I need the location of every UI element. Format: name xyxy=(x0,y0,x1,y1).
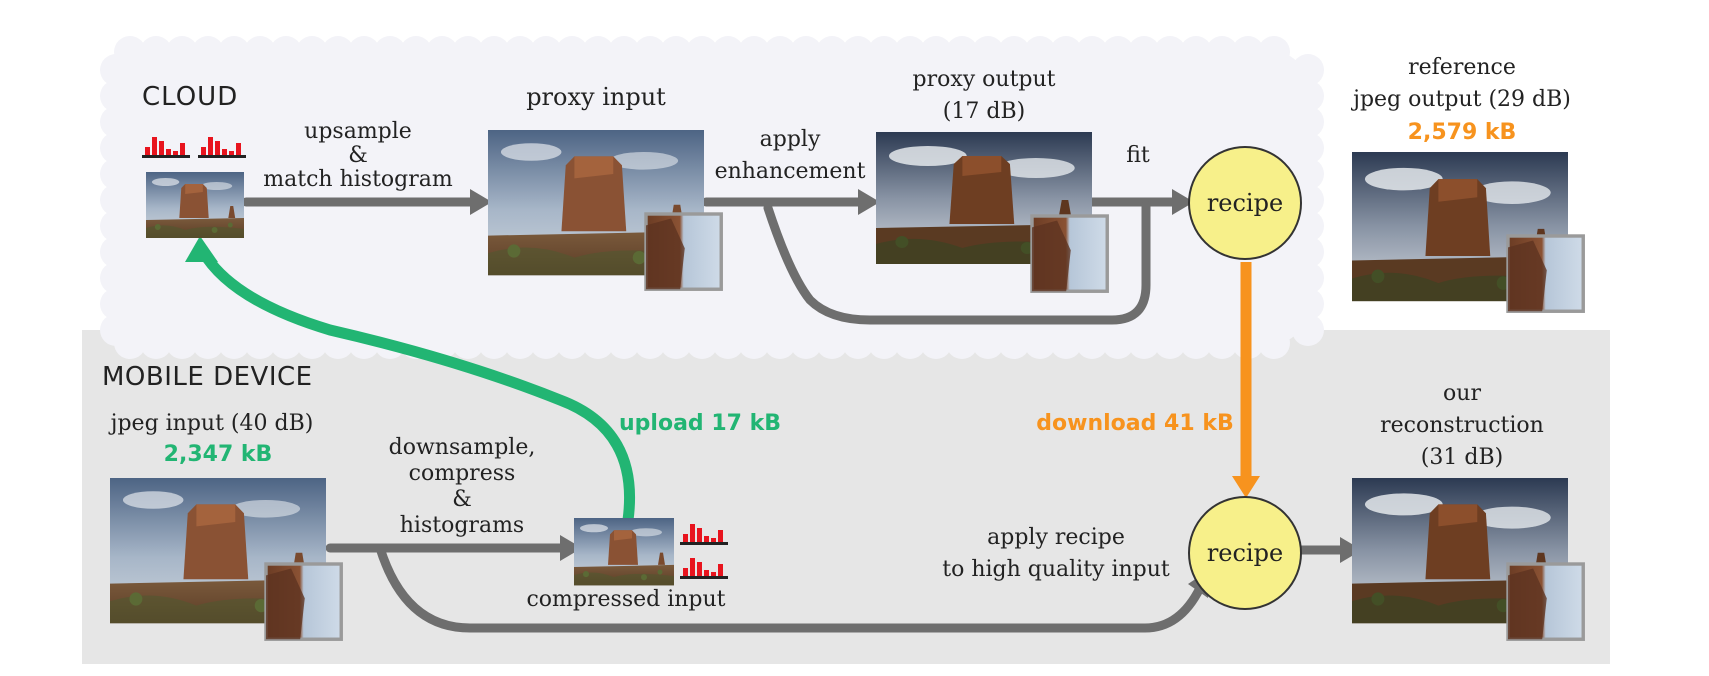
download-label: download 41 kB xyxy=(1036,411,1233,436)
mobile-recipe-label: recipe xyxy=(1207,539,1283,567)
compressed-input-image xyxy=(574,518,674,586)
downsample-text: downsample, xyxy=(389,435,536,460)
cloud-recipe-label: recipe xyxy=(1207,189,1283,217)
fit-label: fit xyxy=(1126,143,1150,168)
proxy-output-db: (17 dB) xyxy=(943,99,1025,124)
compress-text: compress xyxy=(409,461,516,486)
reference-label: reference jpeg output (29 dB) xyxy=(1350,55,1571,112)
downsample-label: downsample, compress & histograms xyxy=(389,435,536,538)
high-quality-input-text: to high quality input xyxy=(942,557,1170,582)
proxy-output-label: proxy output (17 dB) xyxy=(912,67,1055,124)
proxy-output-zoom xyxy=(1030,214,1109,293)
reference-text: reference xyxy=(1408,55,1516,80)
jpeg-input-size: 2,347 kB xyxy=(164,442,273,467)
reference-size: 2,579 kB xyxy=(1408,120,1517,145)
apply-recipe-text: apply recipe xyxy=(987,525,1125,550)
mobile-recipe-node: recipe xyxy=(1188,496,1302,610)
compressed-input-label: compressed input xyxy=(526,587,725,612)
download-arrow xyxy=(1232,262,1260,498)
reconstruction-db-text: (31 dB) xyxy=(1421,445,1503,470)
match-histogram-text: match histogram xyxy=(263,167,453,192)
apply-text: apply xyxy=(760,127,821,152)
jpeg-input-label: jpeg input (40 dB) xyxy=(108,411,314,436)
upsample-text: upsample xyxy=(304,119,412,144)
proxy-output-text: proxy output xyxy=(912,67,1055,92)
downsample-amp: & xyxy=(452,487,472,512)
apply-enhancement-label: apply enhancement xyxy=(715,127,866,184)
cloud-recipe-node: recipe xyxy=(1188,146,1302,260)
reference-zoom xyxy=(1506,234,1585,313)
cloud-thumbnail xyxy=(146,172,244,238)
upload-arrow xyxy=(185,236,636,526)
mobile-title: MOBILE DEVICE xyxy=(102,362,313,392)
upsample-label: upsample & match histogram xyxy=(263,119,453,192)
cloud-title: CLOUD xyxy=(142,82,238,112)
histograms-text: histograms xyxy=(400,513,524,538)
reconstruction-text: reconstruction xyxy=(1380,413,1544,438)
proxy-input-label: proxy input xyxy=(526,83,666,111)
reconstruction-label: our reconstruction (31 dB) xyxy=(1380,381,1544,470)
reference-db-text: jpeg output (29 dB) xyxy=(1350,87,1571,112)
reconstruction-zoom xyxy=(1506,562,1585,641)
upsample-amp: & xyxy=(348,143,368,168)
our-text: our xyxy=(1443,381,1481,406)
jpeg-input-zoom xyxy=(264,562,343,641)
upload-label: upload 17 kB xyxy=(619,411,781,436)
enhancement-text: enhancement xyxy=(715,159,866,184)
apply-recipe-label: apply recipe to high quality input xyxy=(942,525,1170,582)
proxy-input-zoom xyxy=(644,212,723,291)
gray-arrows xyxy=(241,197,1345,633)
